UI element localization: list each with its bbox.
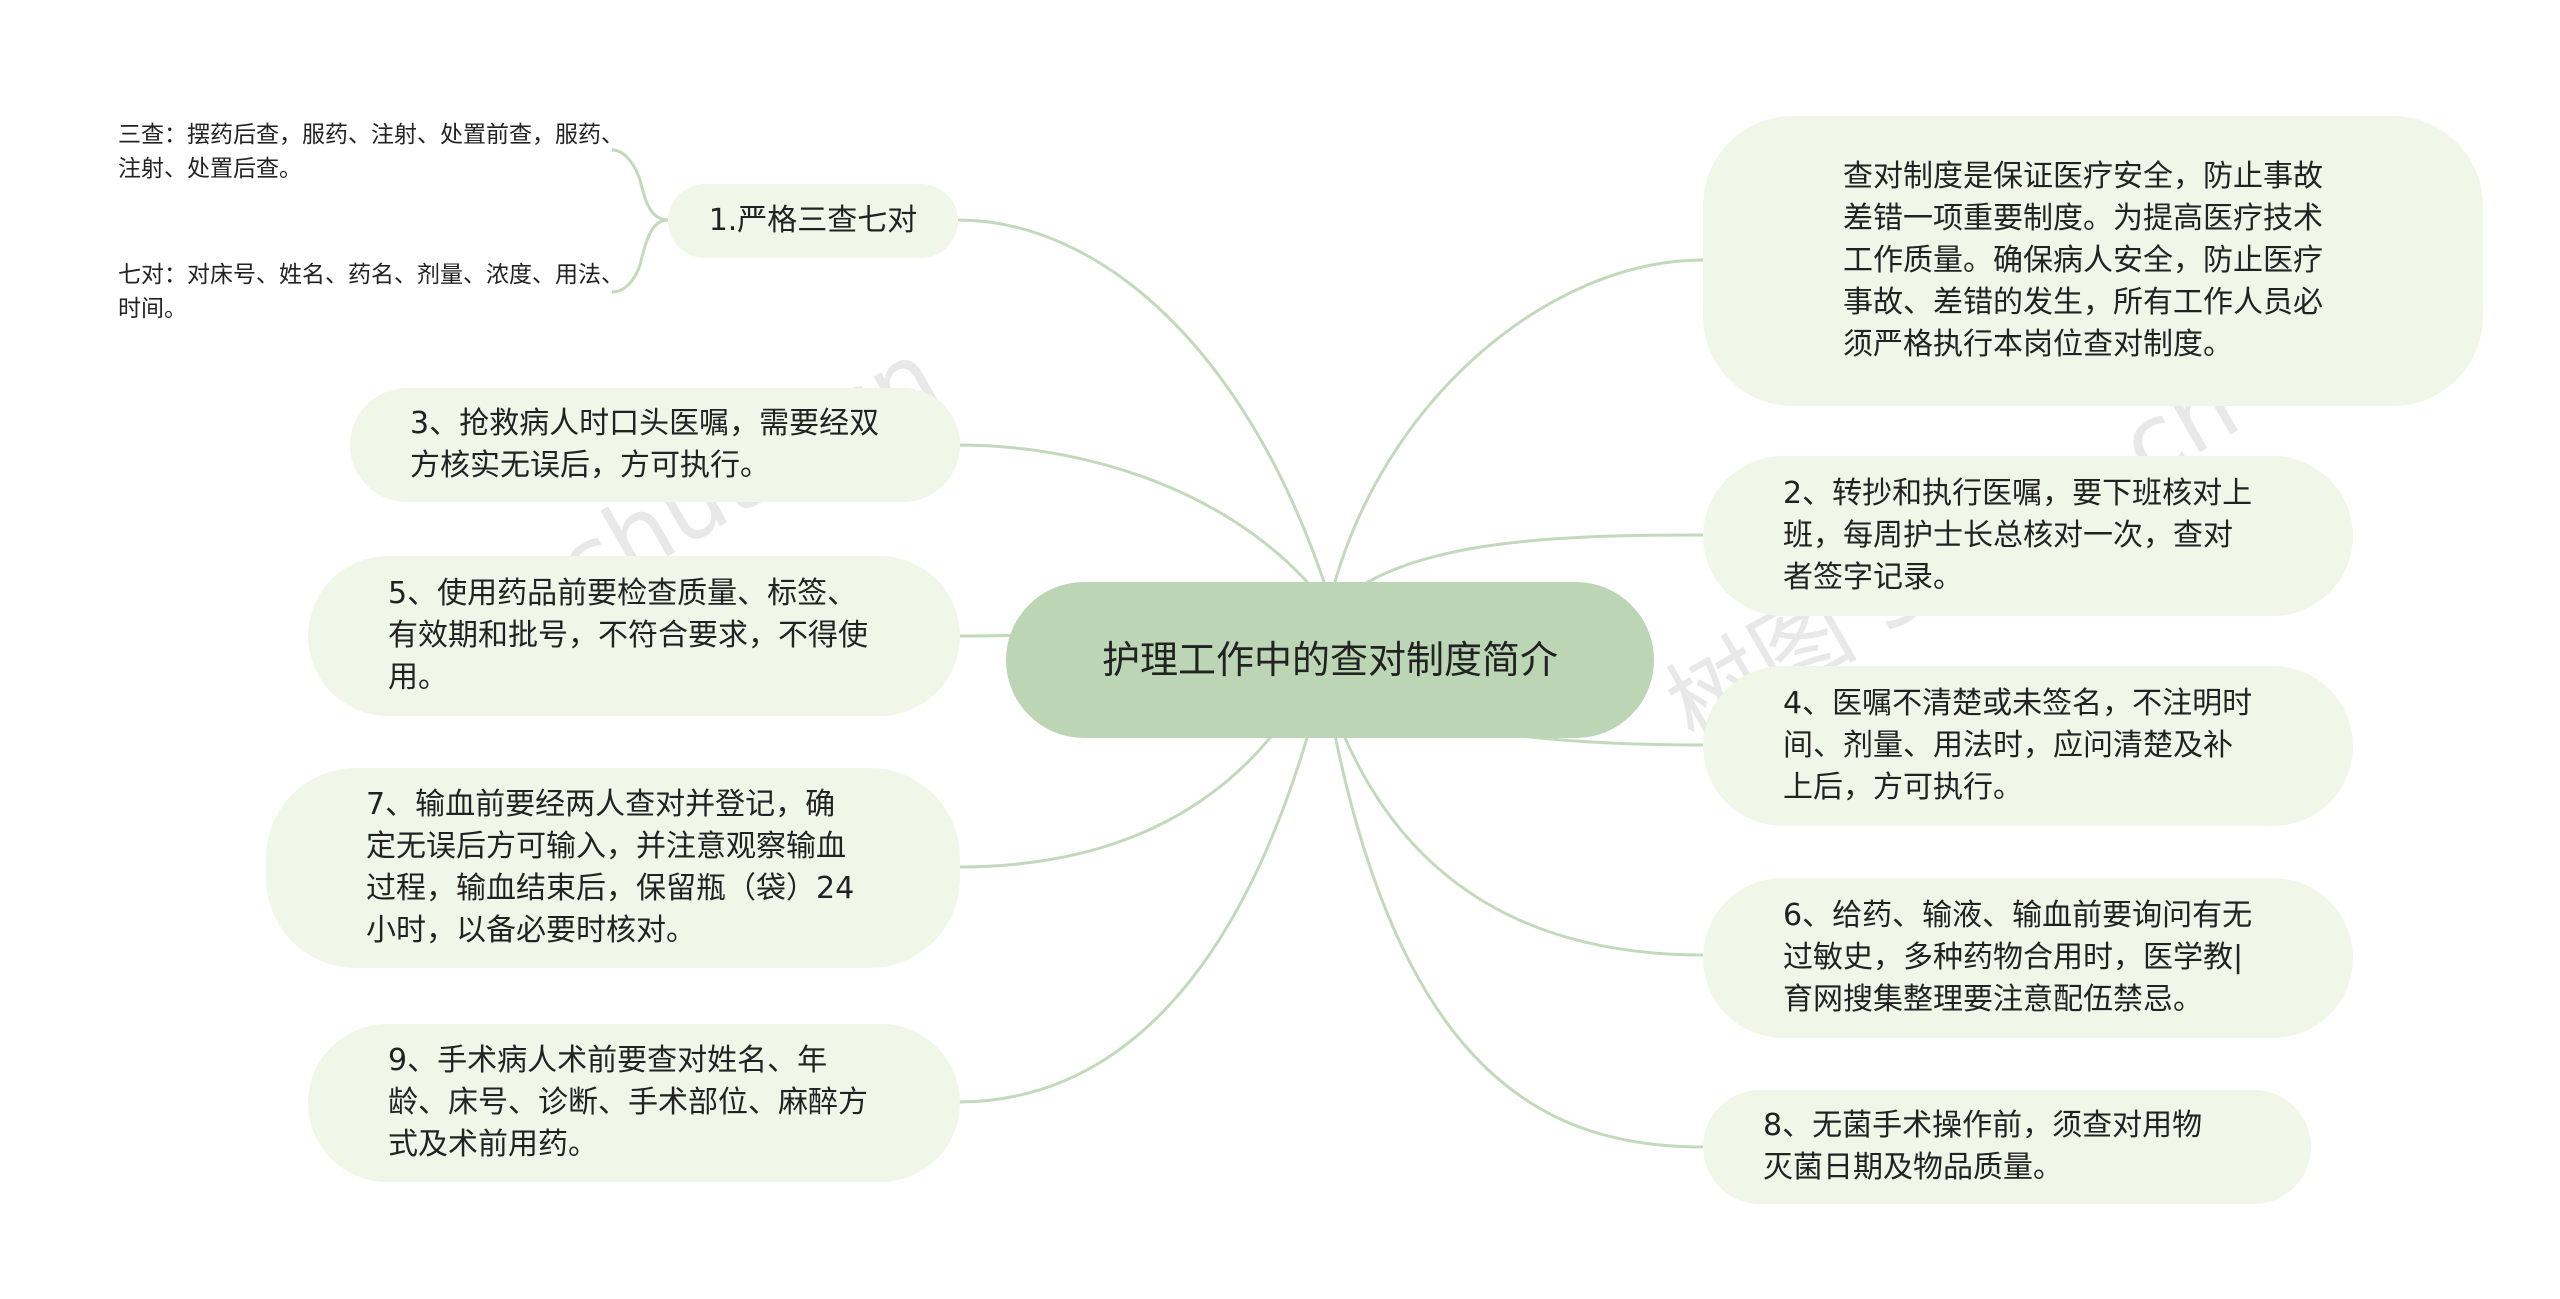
connector-n6	[1328, 699, 1704, 957]
topic-n8[interactable]: 8、无菌手术操作前，须查对用物灭菌日期及物品质量。	[1703, 1090, 2311, 1204]
leaf-qi-dui[interactable]: 七对：对床号、姓名、药名、剂量、浓度、用法、时间。	[118, 262, 624, 322]
topic-n6[interactable]: 6、给药、输液、输血前要询问有无过敏史，多种药物合用时，医学教|育网搜集整理要注…	[1703, 878, 2353, 1038]
topic-n3[interactable]: 3、抢救病人时口头医嘱，需要经双方核实无误后，方可执行。	[350, 388, 960, 502]
connector-intro	[1328, 258, 1704, 601]
connector-n8	[1328, 709, 1704, 1149]
connector-n3	[957, 443, 1332, 611]
central-topic[interactable]: 护理工作中的查对制度简介	[1006, 582, 1654, 738]
topic-n7[interactable]: 7、输血前要经两人查对并登记，确定无误后方可输入，并注意观察输血过程，输血结束后…	[266, 768, 960, 968]
central-topic-title: 护理工作中的查对制度简介	[1101, 638, 1558, 682]
connector-n9	[957, 649, 1332, 1104]
connector-bracket	[611, 148, 669, 222]
topic-intro[interactable]: 查对制度是保证医疗安全，防止事故差错一项重要制度。为提高医疗技术工作质量。确保病…	[1703, 116, 2483, 406]
topic-n4[interactable]: 4、医嘱不清楚或未签名，不注明时间、剂量、用法时，应问清楚及补上后，方可执行。	[1703, 666, 2353, 826]
topic-n2[interactable]: 2、转抄和执行医嘱，要下班核对上班，每周护士长总核对一次，查对者签字记录。	[1703, 456, 2353, 616]
topic-n1[interactable]: 1.严格三查七对	[668, 184, 958, 258]
topic-n5[interactable]: 5、使用药品前要检查质量、标签、有效期和批号，不符合要求，不得使用。	[308, 556, 960, 716]
topic-n9[interactable]: 9、手术病人术前要查对姓名、年龄、床号、诊断、手术部位、麻醉方式及术前用药。	[308, 1024, 960, 1182]
leaf-san-cha[interactable]: 三查：摆药后查，服药、注射、处置前查，服药、注射、处置后查。	[118, 122, 624, 182]
connector-n1	[957, 218, 1332, 601]
